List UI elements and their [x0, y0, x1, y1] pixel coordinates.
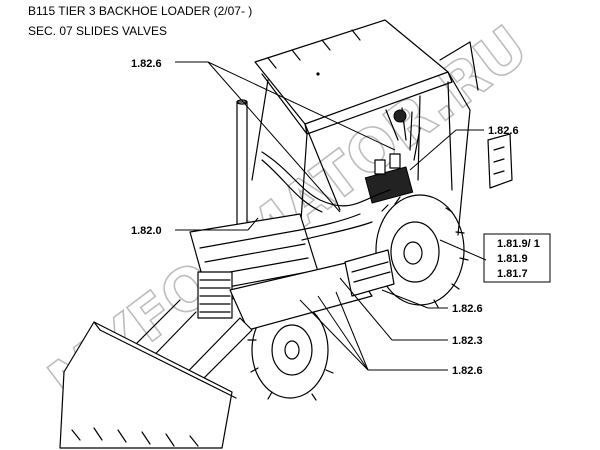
callout-1-82-6-bottom[interactable]: 1.82.6: [452, 365, 483, 377]
backhoe-loader-drawing: [59, 19, 513, 449]
control-valve-cluster: [364, 107, 421, 204]
callout-leaders: [175, 61, 487, 371]
callout-group-box: [483, 233, 551, 283]
rear-hub: [403, 241, 423, 265]
callout-1-81-9[interactable]: 1.81.9: [497, 253, 528, 265]
stabilizer-pad: [487, 133, 513, 189]
loader-bucket: [59, 321, 233, 449]
callout-1-82-3[interactable]: 1.82.3: [452, 335, 483, 347]
callout-1-82-6-right[interactable]: 1.82.6: [488, 125, 519, 137]
chassis: [229, 261, 373, 331]
diagram-title: B115 TIER 3 BACKHOE LOADER (2/07- ): [28, 4, 253, 18]
slide-valve-block: [344, 249, 395, 297]
exhaust-stack: [236, 101, 248, 235]
front-rim: [271, 324, 313, 376]
section-title: SEC. 07 SLIDES VALVES: [28, 24, 167, 38]
front-grille: [197, 271, 233, 319]
callout-1-82-6-top[interactable]: 1.82.6: [131, 58, 162, 70]
callout-1-81-7[interactable]: 1.81.7: [497, 268, 528, 280]
rear-rim: [390, 221, 440, 283]
callout-1-82-0[interactable]: 1.82.0: [131, 225, 162, 237]
callout-1-82-6-mid[interactable]: 1.82.6: [452, 303, 483, 315]
callout-1-81-9-1[interactable]: 1.81.9/ 1: [497, 238, 540, 250]
